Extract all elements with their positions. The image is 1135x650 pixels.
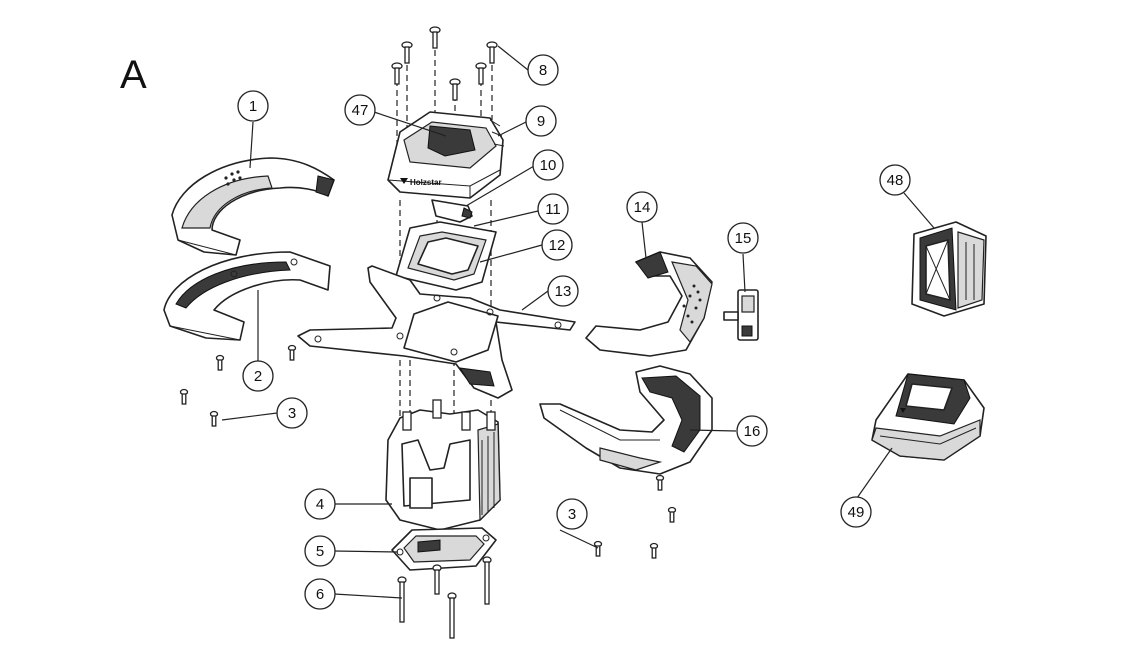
right-handle-upper-14 xyxy=(585,251,713,357)
callout-label: 13 xyxy=(555,283,572,300)
callout-2: 2 xyxy=(242,360,274,392)
left-handle-lower-2 xyxy=(163,251,331,341)
left-handle-upper-1 xyxy=(171,157,335,256)
callout-10: 10 xyxy=(532,149,564,181)
callout-label: 2 xyxy=(254,368,262,385)
latch-part-10 xyxy=(431,199,473,223)
callout-label: 9 xyxy=(537,113,545,130)
small-screws-left-3 xyxy=(179,344,297,427)
callout-8: 8 xyxy=(527,54,559,86)
callout-13: 13 xyxy=(547,275,579,307)
callout-4: 4 xyxy=(304,488,336,520)
callout-3-right: 3 xyxy=(556,498,588,530)
callout-label: 3 xyxy=(288,405,296,422)
callout-9: 9 xyxy=(525,105,557,137)
sheet-label: A xyxy=(120,53,147,97)
small-screws-right-3 xyxy=(593,474,677,559)
callout-label: 3 xyxy=(568,506,576,523)
motor-base-5 xyxy=(391,527,497,571)
callout-14: 14 xyxy=(626,191,658,223)
callout-label: 5 xyxy=(316,543,324,560)
callout-label: 49 xyxy=(848,504,865,521)
battery-adapter-housing: Holzstar xyxy=(387,111,505,199)
right-handle-lower-16 xyxy=(539,365,713,475)
callout-label: 15 xyxy=(735,230,752,247)
callout-label: 16 xyxy=(744,423,761,440)
callout-label: 47 xyxy=(352,102,369,119)
callout-12: 12 xyxy=(541,229,573,261)
callout-49: 49 xyxy=(840,496,872,528)
callout-1: 1 xyxy=(237,90,269,122)
callout-16: 16 xyxy=(736,415,768,447)
mounting-plate-13 xyxy=(297,265,576,399)
screw-set-8 xyxy=(391,26,498,101)
callout-label: 48 xyxy=(887,172,904,189)
switch-15 xyxy=(723,289,759,341)
callout-label: 10 xyxy=(540,157,557,174)
callout-5: 5 xyxy=(304,535,336,567)
callout-15: 15 xyxy=(727,222,759,254)
charger-49 xyxy=(871,373,985,461)
motor-housing-4 xyxy=(385,399,501,531)
battery-pack-48 xyxy=(911,221,987,317)
callout-3-left: 3 xyxy=(276,397,308,429)
callout-11: 11 xyxy=(537,193,569,225)
callout-label: 1 xyxy=(249,98,257,115)
callout-label: 4 xyxy=(316,496,324,513)
callout-label: 11 xyxy=(545,201,561,218)
housing-logo-text: Holzstar xyxy=(410,178,442,187)
callout-label: 8 xyxy=(539,62,547,79)
callout-label: 14 xyxy=(634,199,651,216)
callout-47: 47 xyxy=(344,94,376,126)
callout-48: 48 xyxy=(879,164,911,196)
callout-label: 12 xyxy=(549,237,566,254)
leader-lines xyxy=(221,45,935,599)
callout-label: 6 xyxy=(316,586,324,603)
gasket-frame-12 xyxy=(395,221,497,291)
long-screws-6 xyxy=(397,556,492,639)
callout-6: 6 xyxy=(304,578,336,610)
